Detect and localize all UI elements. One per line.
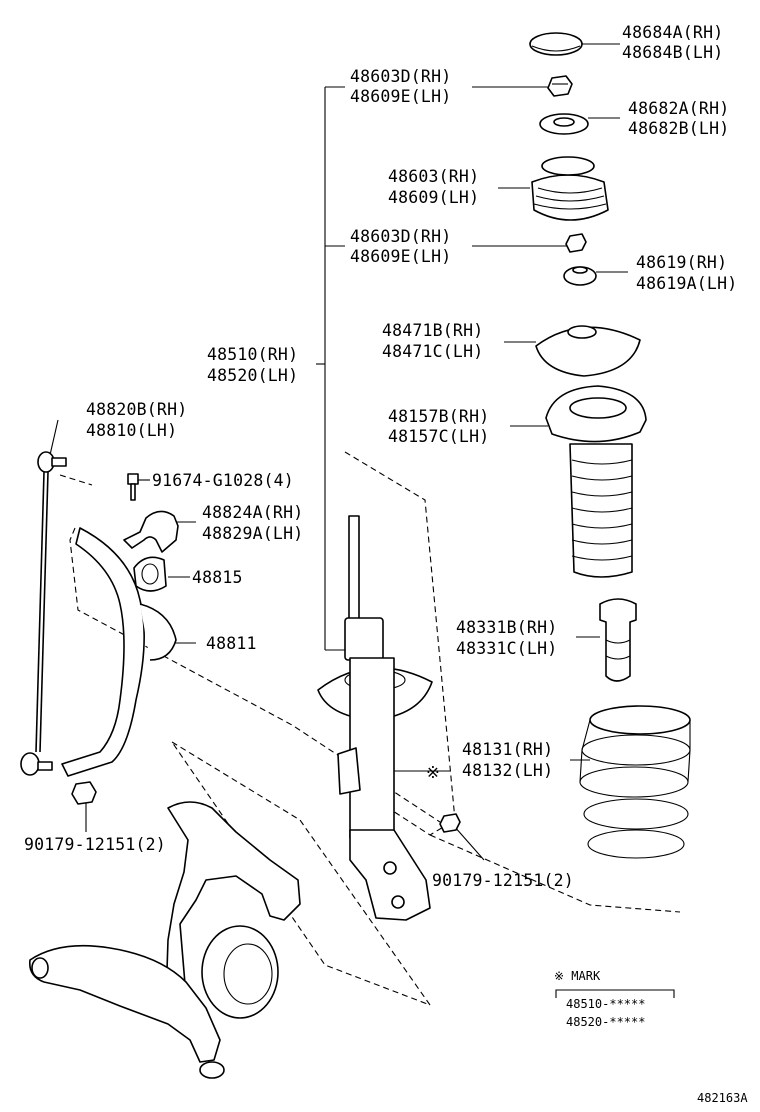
strut-support-48603	[531, 156, 609, 221]
nut-top-icon	[547, 75, 573, 97]
mark-note: ※ MARK 48510-***** 48520-*****	[554, 969, 675, 1029]
nut-90179-left-icon	[71, 781, 97, 805]
label-48682-lh: 48682B(LH)	[628, 119, 729, 138]
label-48820-lh: 48810(LH)	[86, 421, 177, 440]
label-48471-rh: 48471B(RH)	[382, 321, 483, 340]
shock-mark-symbol: ※	[426, 763, 440, 782]
drawing-number: 482163A	[697, 1091, 748, 1105]
label-48619-lh: 48619A(LH)	[636, 274, 737, 293]
nut-mid-icon	[565, 233, 587, 253]
label-48603-rh: 48603(RH)	[388, 167, 479, 186]
washer-48682	[539, 113, 589, 135]
nut-90179-right-icon	[439, 813, 461, 833]
label-48157-rh: 48157B(RH)	[388, 407, 489, 426]
shock-absorber-48510	[317, 515, 433, 921]
label-48811: 48811	[206, 634, 257, 653]
coil-spring-48131	[579, 705, 691, 859]
label-48510-rh: 48510(RH)	[207, 345, 298, 364]
label-48820-rh: 48820B(RH)	[86, 400, 187, 419]
label-48684-rh: 48684A(RH)	[622, 23, 723, 42]
label-48471-lh: 48471C(LH)	[382, 342, 483, 361]
label-48603d-top-rh: 48603D(RH)	[350, 67, 451, 86]
mark-note-title: ※ MARK	[554, 969, 601, 983]
steering-knuckle	[165, 801, 301, 1021]
label-91674: 91674-G1028(4)	[152, 471, 294, 490]
label-48131-lh: 48132(LH)	[462, 761, 553, 780]
label-48603-lh: 48609(LH)	[388, 188, 479, 207]
label-48331-lh: 48331C(LH)	[456, 639, 557, 658]
spring-seat-48471	[535, 325, 641, 377]
label-48824-rh: 48824A(RH)	[202, 503, 303, 522]
label-48603d-top-lh: 48609E(LH)	[350, 87, 451, 106]
stabilizer-link-48820	[20, 451, 67, 776]
label-48619-rh: 48619(RH)	[636, 253, 727, 272]
leader-lines	[49, 43, 628, 861]
bushing-48815	[133, 556, 167, 592]
mark-note-row-1: 48510-*****	[566, 997, 645, 1011]
label-48824-lh: 48829A(LH)	[202, 524, 303, 543]
lower-arm	[28, 944, 225, 1079]
label-48815: 48815	[192, 568, 243, 587]
label-48157-lh: 48157C(LH)	[388, 427, 489, 446]
label-48510-lh: 48520(LH)	[207, 366, 298, 385]
bumper-48619	[563, 266, 597, 286]
bolt-91674-icon	[127, 473, 139, 501]
boot-48157	[545, 385, 647, 578]
label-48682-rh: 48682A(RH)	[628, 99, 729, 118]
dust-cap-48684	[529, 32, 583, 56]
bracket-48824	[123, 510, 179, 553]
label-48131-rh: 48131(RH)	[462, 740, 553, 759]
label-48603d-mid-rh: 48603D(RH)	[350, 227, 451, 246]
bump-stopper-48331	[599, 598, 637, 682]
label-48331-rh: 48331B(RH)	[456, 618, 557, 637]
label-48684-lh: 48684B(LH)	[622, 43, 723, 62]
label-48603d-mid-lh: 48609E(LH)	[350, 247, 451, 266]
label-90179-left: 90179-12151(2)	[24, 835, 166, 854]
stabilizer-bar-48811	[61, 527, 177, 777]
callout-labels: 48684A(RH) 48684B(LH) 48603D(RH) 48609E(…	[24, 23, 737, 890]
label-90179-right: 90179-12151(2)	[432, 871, 574, 890]
mark-note-row-2: 48520-*****	[566, 1015, 645, 1029]
